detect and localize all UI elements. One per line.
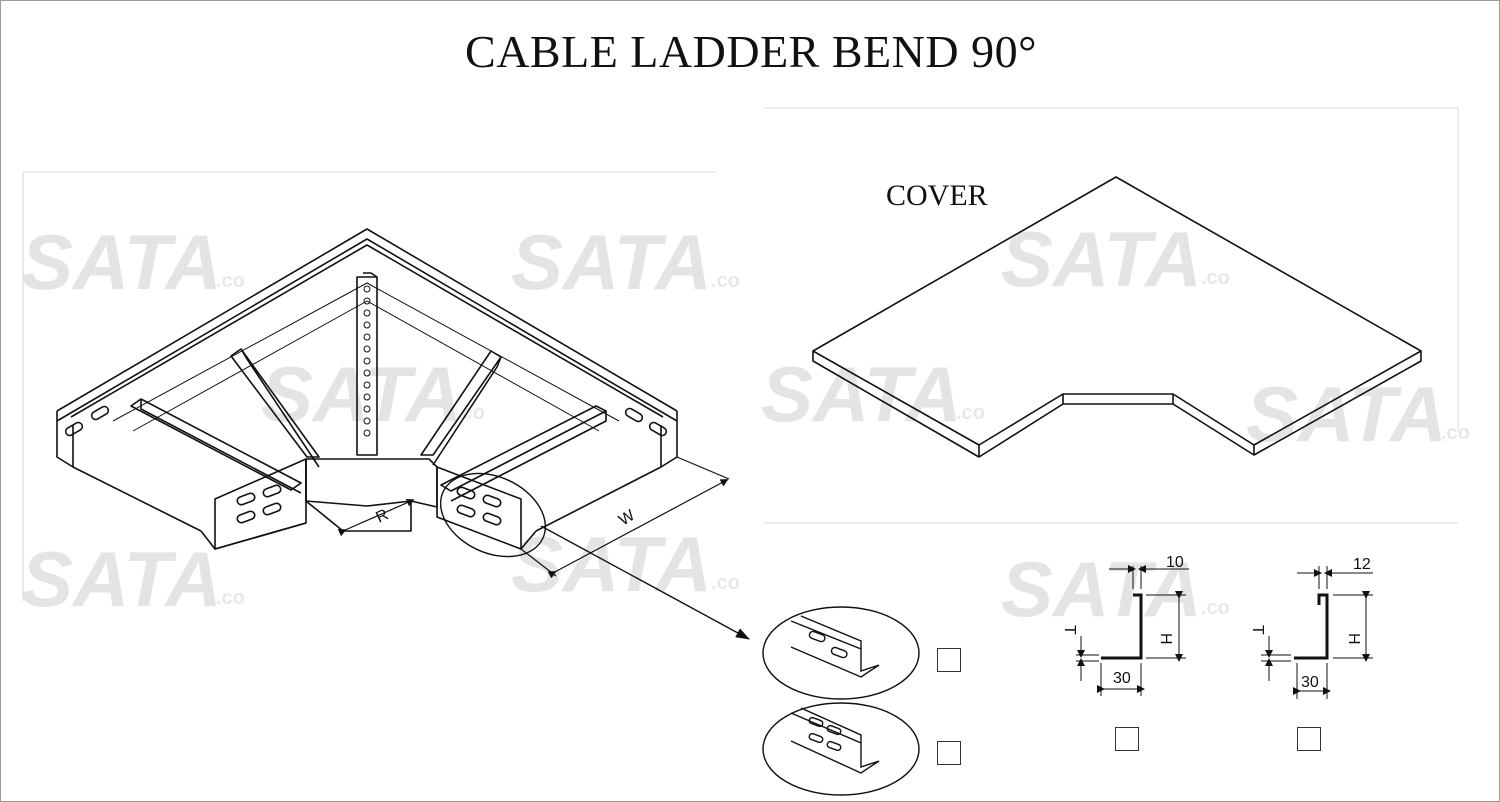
svg-text:SATA: SATA bbox=[1001, 215, 1202, 303]
svg-text:H: H bbox=[1157, 633, 1174, 645]
slot-double-row-checkbox[interactable] bbox=[937, 741, 961, 765]
svg-text:.co: .co bbox=[1441, 422, 1470, 444]
profile-b-checkbox[interactable] bbox=[1297, 727, 1321, 751]
svg-text:SATA: SATA bbox=[21, 218, 222, 306]
svg-text:SATA: SATA bbox=[761, 350, 962, 438]
slot-detail-double bbox=[762, 702, 920, 796]
profile-a-section: 10 H T 30 bbox=[1061, 554, 1189, 696]
watermarks: SATA .co SATA .co SATA .co SATA .co SATA… bbox=[21, 215, 1470, 633]
svg-text:30: 30 bbox=[1301, 674, 1319, 691]
svg-text:.co: .co bbox=[456, 402, 485, 424]
ladder-bend-isometric bbox=[56, 228, 678, 550]
svg-text:12: 12 bbox=[1353, 556, 1371, 573]
svg-text:10: 10 bbox=[1166, 554, 1184, 571]
svg-text:T: T bbox=[1249, 625, 1266, 635]
watermark: SATA .co bbox=[511, 218, 740, 306]
svg-text:R: R bbox=[374, 506, 392, 526]
svg-text:.co: .co bbox=[711, 572, 740, 594]
watermark: SATA .co bbox=[21, 218, 245, 306]
svg-text:.co: .co bbox=[711, 270, 740, 292]
svg-text:SATA: SATA bbox=[1246, 370, 1447, 458]
svg-text:T: T bbox=[1061, 625, 1078, 635]
cover-label: COVER bbox=[886, 179, 988, 212]
svg-text:.co: .co bbox=[216, 587, 245, 609]
svg-text:.co: .co bbox=[1201, 267, 1230, 289]
detail-callout bbox=[439, 472, 750, 640]
profile-b-section: 12 H T 30 bbox=[1249, 556, 1373, 699]
watermark: SATA .co bbox=[1246, 370, 1470, 458]
svg-text:H: H bbox=[1345, 633, 1362, 645]
section-frames bbox=[22, 107, 1459, 601]
slot-single-row-checkbox[interactable] bbox=[937, 648, 961, 672]
svg-text:.co: .co bbox=[216, 270, 245, 292]
svg-text:.co: .co bbox=[1201, 597, 1230, 619]
svg-text:.co: .co bbox=[956, 402, 985, 424]
drawing-title: CABLE LADDER BEND 90° bbox=[465, 26, 1037, 77]
watermark: SATA .co bbox=[1001, 215, 1230, 303]
watermark: SATA .co bbox=[761, 350, 985, 438]
watermark: SATA .co bbox=[21, 535, 245, 623]
watermark: SATA .co bbox=[261, 350, 485, 438]
radius-dimension: R bbox=[337, 498, 415, 537]
watermark: SATA .co bbox=[1001, 545, 1230, 633]
svg-text:30: 30 bbox=[1113, 670, 1131, 687]
slot-detail-single bbox=[762, 606, 920, 700]
cover-isometric bbox=[812, 176, 1422, 458]
svg-text:SATA: SATA bbox=[21, 535, 222, 623]
profile-a-checkbox[interactable] bbox=[1115, 727, 1139, 751]
svg-text:SATA: SATA bbox=[511, 218, 712, 306]
svg-text:SATA: SATA bbox=[1001, 545, 1202, 633]
